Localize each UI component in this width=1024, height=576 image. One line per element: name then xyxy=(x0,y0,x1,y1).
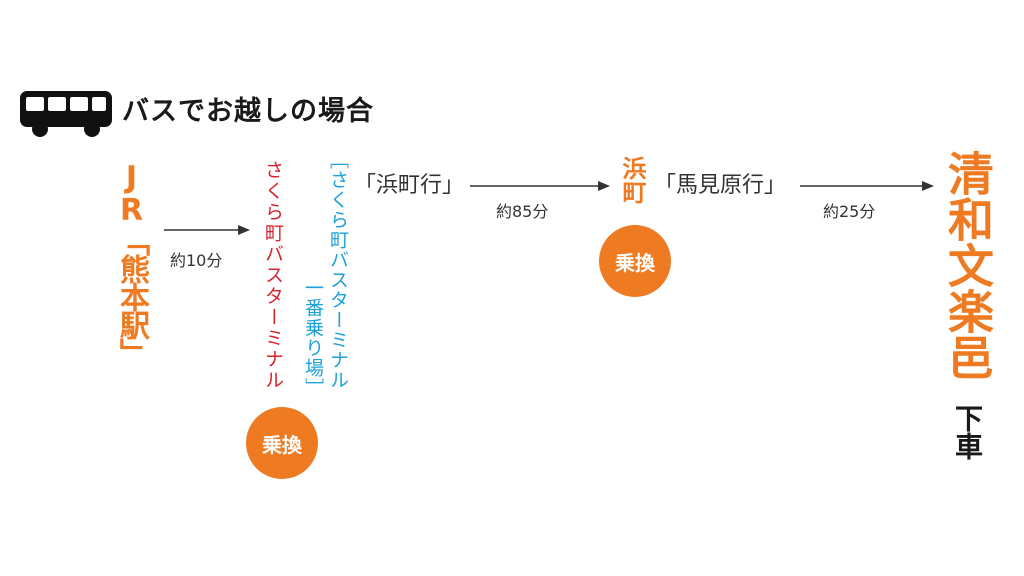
leg2-duration: 約85分 xyxy=(496,202,549,221)
arrow-leg2 xyxy=(470,181,610,191)
arrow-leg3 xyxy=(800,181,934,191)
bus-icon xyxy=(18,88,114,138)
page-title: バスでお越しの場合 xyxy=(122,96,374,127)
alight-label: 下車 xyxy=(951,404,984,460)
leg3-duration: 約25分 xyxy=(823,202,876,221)
transfer1-badge: 乗換 xyxy=(246,407,318,479)
leg1-duration: 約10分 xyxy=(170,251,223,270)
transfer1-platform-line2: 一番乗り場］ xyxy=(302,278,324,398)
destination-station: 清和文楽邑 xyxy=(941,150,995,380)
arrow-leg1 xyxy=(164,225,250,235)
origin-station: JR「熊本駅」 xyxy=(114,160,149,366)
transfer1-station: さくら町バスターミナル xyxy=(262,160,284,391)
bus1-route: 「浜町行」 xyxy=(354,173,465,198)
transfer1-platform-line1: ［さくら町バスターミナル xyxy=(327,150,349,390)
transfer2-station: 浜町 xyxy=(618,156,646,204)
transfer2-badge: 乗換 xyxy=(599,225,671,297)
bus2-route: 「馬見原行」 xyxy=(654,173,787,198)
